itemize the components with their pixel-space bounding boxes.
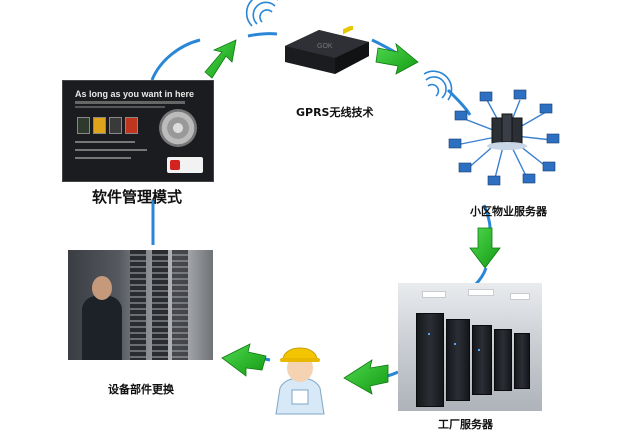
community-server-label: 小区物业服务器 [470,205,547,218]
software-text-line [75,157,131,159]
server-cluster-icon [487,113,527,150]
path-segment-left-top [150,38,201,81]
path-segment-top-left [247,32,278,38]
server-rack [494,329,512,391]
gear-icon [159,109,197,147]
arrow-upper-right [375,42,419,75]
svg-text:GOK: GOK [317,43,333,50]
arrow-upper-left [204,39,237,79]
software-mode-label: 软件管理模式 [92,188,183,206]
wifi-icon-top [245,0,278,27]
path-segment-right-upper [446,88,472,116]
server-maintenance-photo [68,250,213,360]
arrow-bottom-left [221,343,267,377]
arrow-bottom-right [343,359,389,395]
software-subtitle-bar [75,101,185,104]
software-tile [93,117,106,134]
software-screenshot: As long as you want in here [62,80,214,182]
server-rack [472,325,492,395]
factory-server-label: 工厂服务器 [438,418,493,431]
software-subtitle-bar-2 [75,106,165,108]
path-segment-right-middle [482,204,492,229]
equipment-replace-label: 设备部件更换 [108,383,174,396]
software-text-line [75,141,135,143]
logo-icon [167,157,203,173]
computer-icons [448,89,560,186]
software-tile [77,117,90,134]
technician-figure [82,296,122,360]
software-tile [109,117,122,134]
software-tile [125,117,138,134]
gprs-device-image: GOK [277,24,372,78]
server-rack [514,333,530,389]
maintenance-worker-icon [270,330,330,415]
factory-server-room-photo [398,283,542,411]
wifi-icon-right [423,70,453,101]
software-headline: As long as you want in here [75,89,195,99]
software-text-line [75,149,147,151]
server-rack [416,313,444,407]
server-rack [446,319,470,401]
network-topology [448,89,560,186]
gprs-label: GPRS无线技术 [296,106,374,119]
flow-arrows [204,39,501,395]
arrow-right-down [469,227,501,269]
